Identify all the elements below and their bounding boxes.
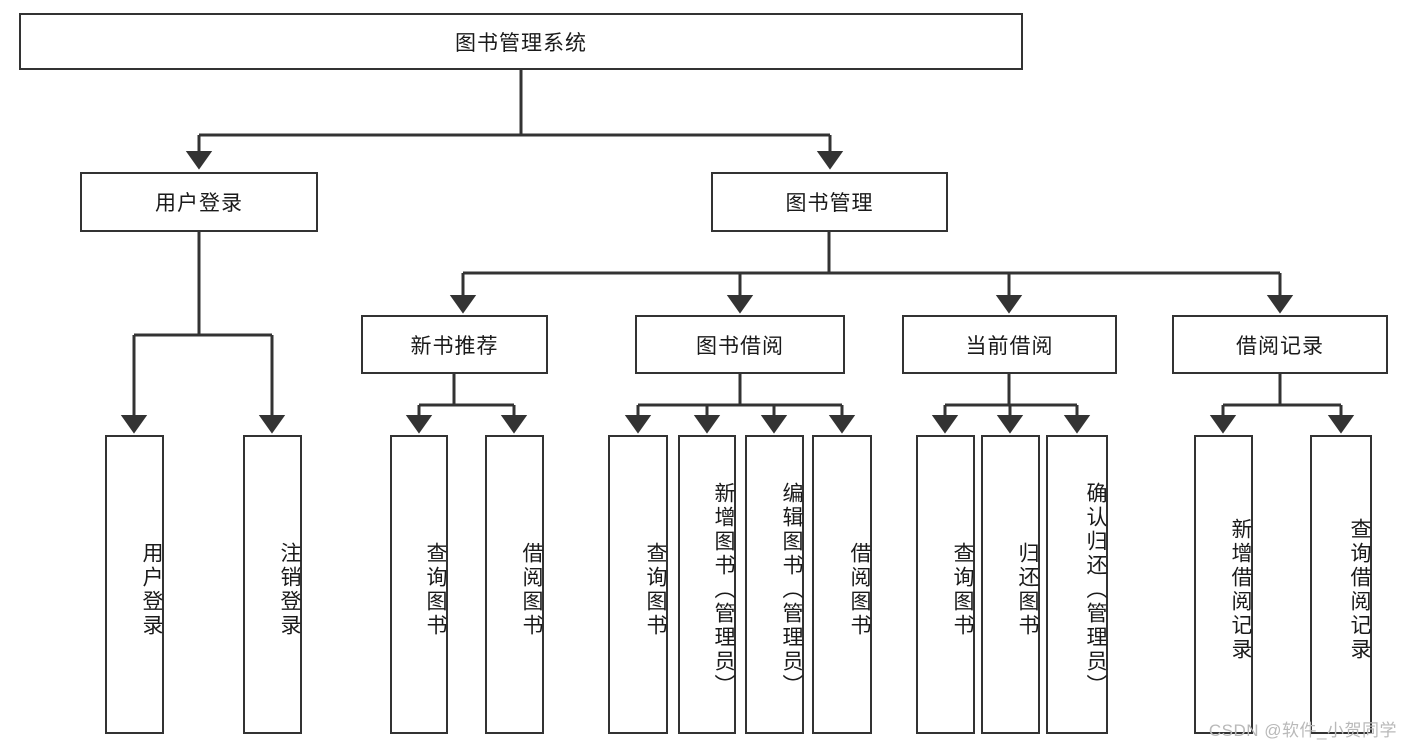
edge-book-manage-children [449,232,1294,314]
node-book-manage[interactable]: 图书管理 [711,172,948,232]
node-leaf-query-book-current[interactable]: 查询图书 [916,435,975,734]
node-book-borrow-label: 图书借阅 [696,334,784,358]
edge-borrow-record-children [1209,374,1355,434]
node-current-borrow[interactable]: 当前借阅 [902,315,1117,374]
node-root-label: 图书管理系统 [455,31,587,55]
node-leaf-query-book-recommend-label: 查询图书 [424,541,447,638]
edge-current-borrow-children [931,374,1091,434]
node-leaf-confirm-return[interactable]: 确认归还（管理员） [1046,435,1108,734]
node-leaf-query-borrow-record[interactable]: 查询借阅记录 [1310,435,1372,734]
node-leaf-query-borrow-record-label: 查询借阅记录 [1348,517,1371,662]
node-leaf-user-logout[interactable]: 注销登录 [243,435,302,734]
node-leaf-return-book-label: 归还图书 [1016,541,1039,638]
node-leaf-user-logout-label: 注销登录 [278,541,301,638]
node-leaf-add-borrow-record-label: 新增借阅记录 [1229,517,1252,662]
node-leaf-user-login-label: 用户登录 [140,541,163,638]
node-leaf-query-book-label: 查询图书 [644,541,667,638]
node-current-borrow-label: 当前借阅 [965,334,1054,358]
node-leaf-edit-book[interactable]: 编辑图书（管理员） [745,435,804,734]
watermark-text: CSDN @软件_小贺同学 [1208,721,1397,740]
node-leaf-return-book[interactable]: 归还图书 [981,435,1040,734]
node-user-login-label: 用户登录 [155,192,243,215]
node-leaf-user-login[interactable]: 用户登录 [105,435,164,734]
node-leaf-confirm-return-label: 确认归还（管理员） [1084,481,1107,698]
edge-book-borrow-children [624,374,856,434]
node-root[interactable]: 图书管理系统 [19,13,1023,70]
node-book-borrow[interactable]: 图书借阅 [635,315,845,374]
node-leaf-borrow-book-label: 借阅图书 [848,541,871,638]
node-new-book-recommend-label: 新书推荐 [410,334,499,358]
node-leaf-borrow-book-recommend[interactable]: 借阅图书 [485,435,544,734]
node-new-book-recommend[interactable]: 新书推荐 [361,315,548,374]
node-leaf-borrow-book[interactable]: 借阅图书 [812,435,872,734]
node-leaf-edit-book-label: 编辑图书（管理员） [780,481,803,698]
node-leaf-add-book-label: 新增图书（管理员） [712,481,735,698]
node-leaf-query-book[interactable]: 查询图书 [608,435,668,734]
edge-root-children [185,70,844,170]
edge-new-book-rec-children [405,374,528,434]
node-borrow-record-label: 借阅记录 [1236,334,1324,358]
edge-user-login-children [120,232,286,434]
node-leaf-query-book-current-label: 查询图书 [951,541,974,638]
node-leaf-add-borrow-record[interactable]: 新增借阅记录 [1194,435,1253,734]
node-user-login[interactable]: 用户登录 [80,172,318,232]
node-borrow-record[interactable]: 借阅记录 [1172,315,1388,374]
node-leaf-borrow-book-recommend-label: 借阅图书 [520,541,543,638]
node-book-manage-label: 图书管理 [785,192,874,215]
node-leaf-add-book[interactable]: 新增图书（管理员） [678,435,736,734]
node-leaf-query-book-recommend[interactable]: 查询图书 [390,435,448,734]
